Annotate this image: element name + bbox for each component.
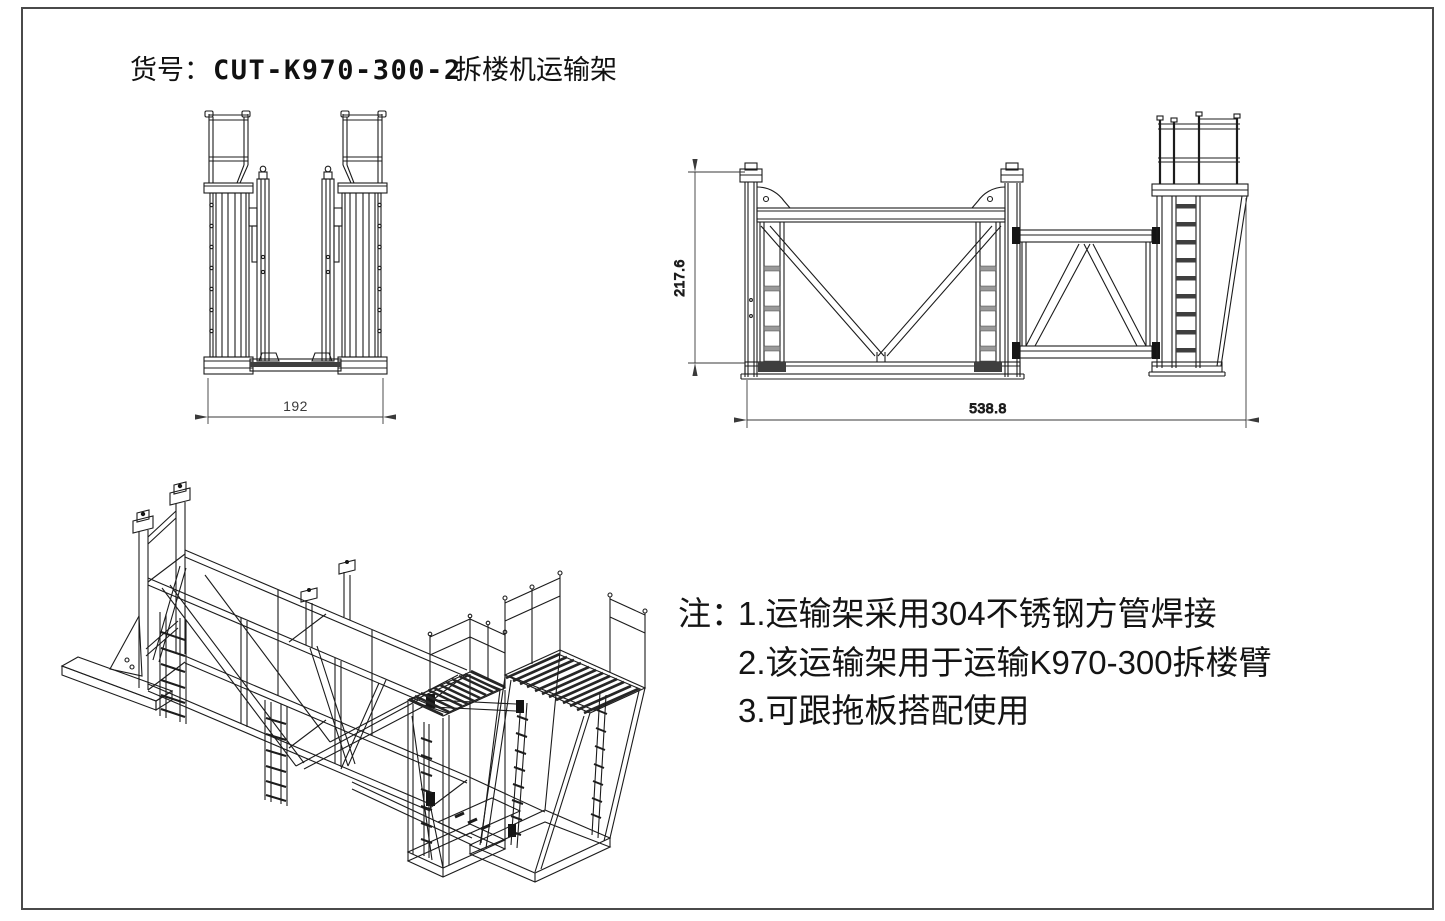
side-view: 217.6 538.8: [670, 111, 1259, 428]
iso-ladder-left: [159, 612, 187, 724]
iso-right-platform-tower: [351, 570, 648, 883]
front-right-lifting-post: [311, 165, 343, 362]
side-left-ladder-rungs: [763, 265, 781, 367]
side-height-dimension: 217.6: [670, 159, 745, 376]
part-number: CUT-K970-300-2: [213, 55, 462, 86]
side-middle-truss: [1012, 227, 1160, 359]
iso-mid-grating: [408, 669, 506, 717]
front-base-beam: [249, 358, 342, 372]
dim-length-value: 538.8: [969, 400, 1007, 416]
iso-left-end: [60, 481, 191, 711]
note-line-2: 2.该运输架用于运输K970-300拆楼臂: [738, 644, 1272, 681]
product-name: 拆楼机运输架: [455, 55, 617, 85]
side-left-frame: [739, 162, 1025, 380]
side-length-dimension: 538.8: [734, 198, 1259, 428]
dim-width-value: 192: [283, 398, 308, 414]
side-right-ladder-rungs: [979, 265, 997, 367]
note-line-1: 1.运输架采用304不锈钢方管焊接: [738, 595, 1217, 632]
side-tower-ladder-rungs: [1176, 204, 1196, 353]
title-block: 货号： CUT-K970-300-2 拆楼机运输架: [130, 55, 617, 86]
dim-height-value: 217.6: [671, 259, 687, 297]
item-no-label: 货号：: [130, 55, 211, 85]
side-right-tower: [1148, 111, 1249, 377]
notes-block: 注： 1.运输架采用304不锈钢方管焊接 2.该运输架用于运输K970-300拆…: [678, 595, 1272, 729]
front-width-dimension: 192: [195, 378, 396, 424]
iso-main-frame: [147, 549, 517, 812]
iso-ladder-middle: [264, 700, 288, 806]
front-view: 192: [195, 110, 396, 424]
front-left-tower: [203, 110, 254, 375]
front-left-lifting-post: [248, 165, 280, 362]
iso-right-grating: [505, 652, 639, 715]
front-right-tower: [337, 110, 388, 375]
side-tower-railing-posts: [1158, 116, 1239, 184]
isometric-view: [60, 481, 648, 883]
notes-prefix: 注：: [678, 595, 744, 632]
sheet-border: [21, 7, 1434, 910]
note-line-3: 3.可跟拖板搭配使用: [738, 692, 1030, 729]
iso-mid-platform-tower: [406, 613, 508, 878]
